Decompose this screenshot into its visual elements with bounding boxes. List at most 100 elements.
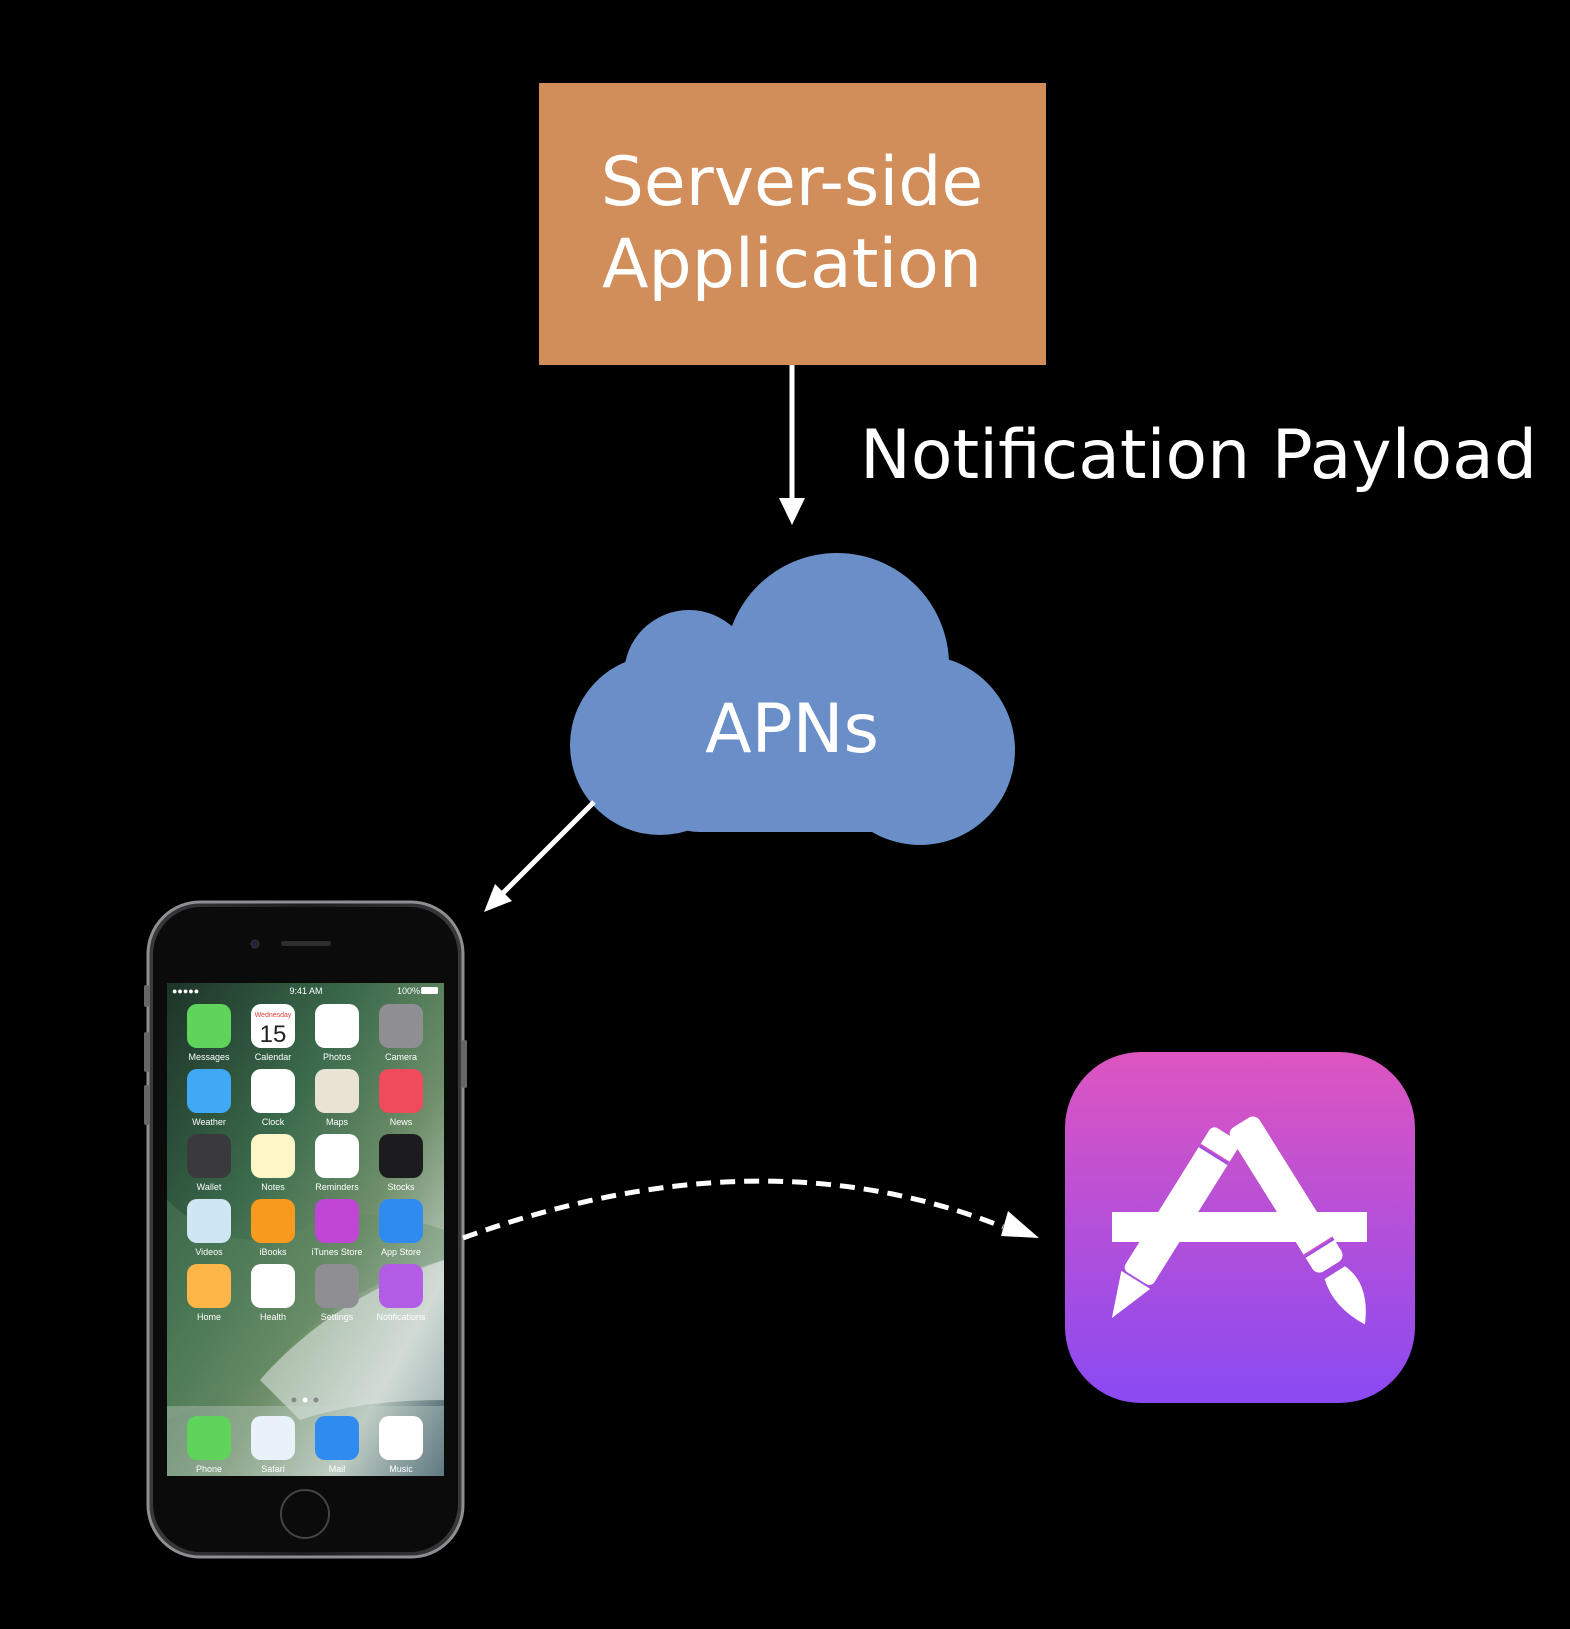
safari-icon bbox=[251, 1416, 295, 1460]
app-label: Calendar bbox=[255, 1052, 292, 1062]
app-phone[interactable]: Phone bbox=[187, 1416, 231, 1474]
app-label: News bbox=[390, 1117, 413, 1127]
app-label: iBooks bbox=[259, 1247, 287, 1257]
app-calendar[interactable]: Calendar Wednesday 15 bbox=[251, 1004, 295, 1062]
phone-icon bbox=[187, 1416, 231, 1460]
app-music[interactable]: Music bbox=[379, 1416, 423, 1474]
app-camera[interactable]: Camera bbox=[379, 1004, 423, 1062]
maps-icon bbox=[315, 1069, 359, 1113]
app-label: Home bbox=[197, 1312, 221, 1322]
app-label: Wallet bbox=[197, 1182, 222, 1192]
app-stocks[interactable]: Stocks bbox=[379, 1134, 423, 1192]
app-itunes-store[interactable]: iTunes Store bbox=[312, 1199, 363, 1257]
weather-icon bbox=[187, 1069, 231, 1113]
calendar-icon bbox=[251, 1004, 295, 1048]
app-health[interactable]: Health bbox=[251, 1264, 295, 1322]
status-time: 9:41 AM bbox=[289, 986, 322, 996]
wallet-icon bbox=[187, 1134, 231, 1178]
clock-icon bbox=[251, 1069, 295, 1113]
home-icon bbox=[187, 1264, 231, 1308]
app-mail[interactable]: Mail bbox=[315, 1416, 359, 1474]
camera-icon bbox=[379, 1004, 423, 1048]
apns-label: APNs bbox=[705, 690, 879, 769]
app-label: Safari bbox=[261, 1464, 285, 1474]
iphone-device: ●●●●● 9:41 AM 100% Messages Calendar Wedne… bbox=[144, 900, 467, 1559]
app-news[interactable]: News bbox=[379, 1069, 423, 1127]
app-label: Settings bbox=[321, 1312, 354, 1322]
arrow-server-to-apns bbox=[779, 365, 805, 525]
dashed-arrow-device-to-app bbox=[462, 1178, 1039, 1241]
app-store-notifications-icon bbox=[1065, 1052, 1415, 1403]
music-icon bbox=[379, 1416, 423, 1460]
page-dot bbox=[291, 1397, 297, 1403]
app-label: Photos bbox=[323, 1052, 352, 1062]
ibooks-icon bbox=[251, 1199, 295, 1243]
app-weather[interactable]: Weather bbox=[187, 1069, 231, 1127]
notifications-icon bbox=[379, 1264, 423, 1308]
app-label: Messages bbox=[188, 1052, 230, 1062]
notes-icon bbox=[251, 1134, 295, 1178]
earpiece-speaker bbox=[281, 941, 331, 946]
page-dot bbox=[313, 1397, 319, 1403]
front-camera bbox=[250, 939, 260, 949]
dock-apps: Phone Safari Mail Music bbox=[187, 1416, 423, 1474]
app-videos[interactable]: Videos bbox=[187, 1199, 231, 1257]
volume-up-button bbox=[144, 1032, 149, 1072]
power-button bbox=[462, 1040, 467, 1088]
app-label: Stocks bbox=[387, 1182, 415, 1192]
app-label: Mail bbox=[329, 1464, 346, 1474]
app-app-store[interactable]: App Store bbox=[379, 1199, 423, 1257]
mute-switch bbox=[144, 985, 149, 1007]
status-battery: 100% bbox=[397, 986, 420, 996]
mail-icon bbox=[315, 1416, 359, 1460]
app-notifications[interactable]: Notifications bbox=[376, 1264, 426, 1322]
app-wallet[interactable]: Wallet bbox=[187, 1134, 231, 1192]
server-label-line2: Application bbox=[602, 225, 982, 304]
app-label: Weather bbox=[192, 1117, 226, 1127]
server-side-application-node: Server-side Application bbox=[539, 83, 1046, 365]
app-label: Camera bbox=[385, 1052, 417, 1062]
reminders-icon bbox=[315, 1134, 359, 1178]
app-messages[interactable]: Messages bbox=[187, 1004, 231, 1062]
videos-icon bbox=[187, 1199, 231, 1243]
battery-icon bbox=[421, 987, 438, 994]
app-label: Reminders bbox=[315, 1182, 359, 1192]
app-notes[interactable]: Notes bbox=[251, 1134, 295, 1192]
messages-icon bbox=[187, 1004, 231, 1048]
health-icon bbox=[251, 1264, 295, 1308]
notification-payload-label: Notification Payload bbox=[860, 416, 1537, 495]
app-maps[interactable]: Maps bbox=[315, 1069, 359, 1127]
app-label: Phone bbox=[196, 1464, 222, 1474]
settings-icon bbox=[315, 1264, 359, 1308]
status-signal: ●●●●● bbox=[172, 986, 199, 996]
app-label: Videos bbox=[195, 1247, 223, 1257]
volume-down-button bbox=[144, 1085, 149, 1125]
app-ibooks[interactable]: iBooks bbox=[251, 1199, 295, 1257]
stocks-icon bbox=[379, 1134, 423, 1178]
server-label-line1: Server-side bbox=[601, 143, 984, 222]
app-clock[interactable]: Clock bbox=[251, 1069, 295, 1127]
itunes-store-icon bbox=[315, 1199, 359, 1243]
app-photos[interactable]: Photos bbox=[315, 1004, 359, 1062]
app-home[interactable]: Home bbox=[187, 1264, 231, 1322]
app-reminders[interactable]: Reminders bbox=[315, 1134, 359, 1192]
calendar-day: Wednesday bbox=[255, 1012, 292, 1019]
app-safari[interactable]: Safari bbox=[251, 1416, 295, 1474]
app-label: Maps bbox=[326, 1117, 349, 1127]
server-box bbox=[539, 83, 1046, 365]
apns-cloud: APNs bbox=[570, 553, 1015, 845]
app-label: App Store bbox=[381, 1247, 421, 1257]
app-label: Music bbox=[389, 1464, 413, 1474]
app-store-icon bbox=[379, 1199, 423, 1243]
app-label: iTunes Store bbox=[312, 1247, 363, 1257]
app-label: Health bbox=[260, 1312, 286, 1322]
news-icon bbox=[379, 1069, 423, 1113]
calendar-date: 15 bbox=[260, 1021, 287, 1048]
page-dot-active bbox=[302, 1397, 308, 1403]
photos-icon bbox=[315, 1004, 359, 1048]
app-label: Notifications bbox=[376, 1312, 426, 1322]
app-settings[interactable]: Settings bbox=[315, 1264, 359, 1322]
home-button bbox=[280, 1489, 330, 1539]
